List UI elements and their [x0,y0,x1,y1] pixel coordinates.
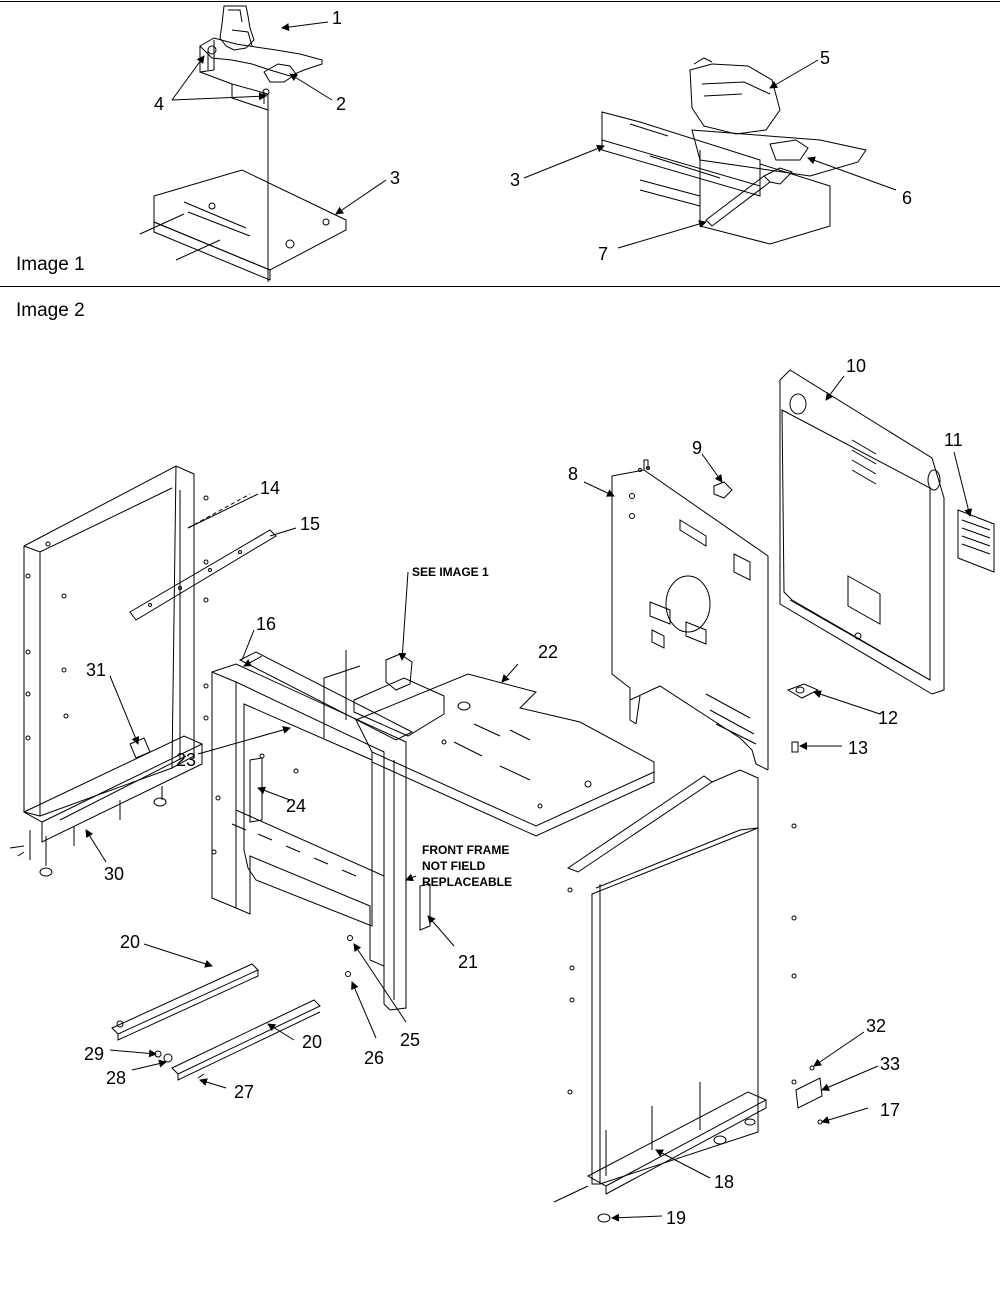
callout-10: 10 [846,356,866,376]
callout-30: 30 [104,864,124,884]
bottom-plate-part-22 [355,673,655,837]
callout-29: 29 [84,1044,104,1064]
callout-20-upper: 20 [120,932,140,952]
rear-panel-part-10 [779,369,945,695]
callout-19: 19 [666,1208,686,1228]
side-plate-part-3 [601,111,761,187]
image1-left-assembly [139,5,347,282]
left-side-panel [9,465,277,877]
hinge-part-31 [129,737,151,759]
bracket-part-21 [419,883,431,931]
callout-labels: 1 2 3 4 3 5 6 7 8 9 10 11 12 13 14 15 16… [84,8,963,1228]
callout-33: 33 [880,1054,900,1074]
callout-1: 1 [332,8,342,28]
callout-12: 12 [878,708,898,728]
callout-22: 22 [538,642,558,662]
callout-2: 2 [336,94,346,114]
callout-13: 13 [848,738,868,758]
note-front-frame-line3: REPLACEABLE [422,875,512,889]
back-panel-part-8 [611,459,769,771]
clip-part-13 [791,741,799,753]
bracket-part-24 [249,757,263,823]
callout-27: 27 [234,1082,254,1102]
leader-lines [85,21,973,1222]
switch-part-6 [769,139,809,161]
callout-5: 5 [820,48,830,68]
image1-title: Image 1 [16,254,85,275]
motor-part-5 [689,63,781,135]
callout-15: 15 [300,514,320,534]
top-border [0,1,1000,2]
callout-17: 17 [880,1100,900,1120]
callout-20-lower: 20 [302,1032,322,1052]
callout-26: 26 [364,1048,384,1068]
hinge-part-33 [795,1065,823,1125]
callout-24: 24 [286,796,306,816]
callout-9: 9 [692,438,702,458]
rail-part-16 [238,651,414,741]
callout-11: 11 [944,430,963,450]
image2-title: Image 2 [16,300,85,321]
callout-7: 7 [598,244,608,264]
bottom-rail-part-30 [22,735,204,823]
callout-32: 32 [866,1016,886,1036]
callout-3-right: 3 [510,170,520,190]
callout-8: 8 [568,464,578,484]
image1-right-assembly [601,57,867,245]
clip-part-9 [713,481,733,499]
callout-25: 25 [400,1030,420,1050]
panel-divider [0,286,1000,287]
note-front-frame-line1: FRONT FRAME [422,843,509,857]
diagram-notes: SEE IMAGE 1 FRONT FRAME NOT FIELD REPLAC… [412,565,512,889]
callout-21: 21 [458,952,478,972]
callout-4: 4 [154,94,164,114]
bottom-rails-part-20 [111,963,321,1081]
callout-6: 6 [902,188,912,208]
callout-28: 28 [106,1068,126,1088]
grommet-part-12 [786,683,820,699]
callout-16: 16 [256,614,276,634]
callout-31: 31 [86,660,106,680]
callout-14: 14 [260,478,280,498]
vent-part-11 [957,509,995,573]
base-plate-part-3 [153,169,347,271]
motor-part-1 [219,5,255,51]
right-side-panel [553,769,797,1223]
front-frame [211,650,445,1011]
note-see-image-1: SEE IMAGE 1 [412,565,489,579]
note-front-frame-line2: NOT FIELD [422,859,486,873]
callout-3-left: 3 [390,168,400,188]
callout-18: 18 [714,1172,734,1192]
rail-part-15 [129,529,277,621]
callout-23: 23 [176,750,196,770]
